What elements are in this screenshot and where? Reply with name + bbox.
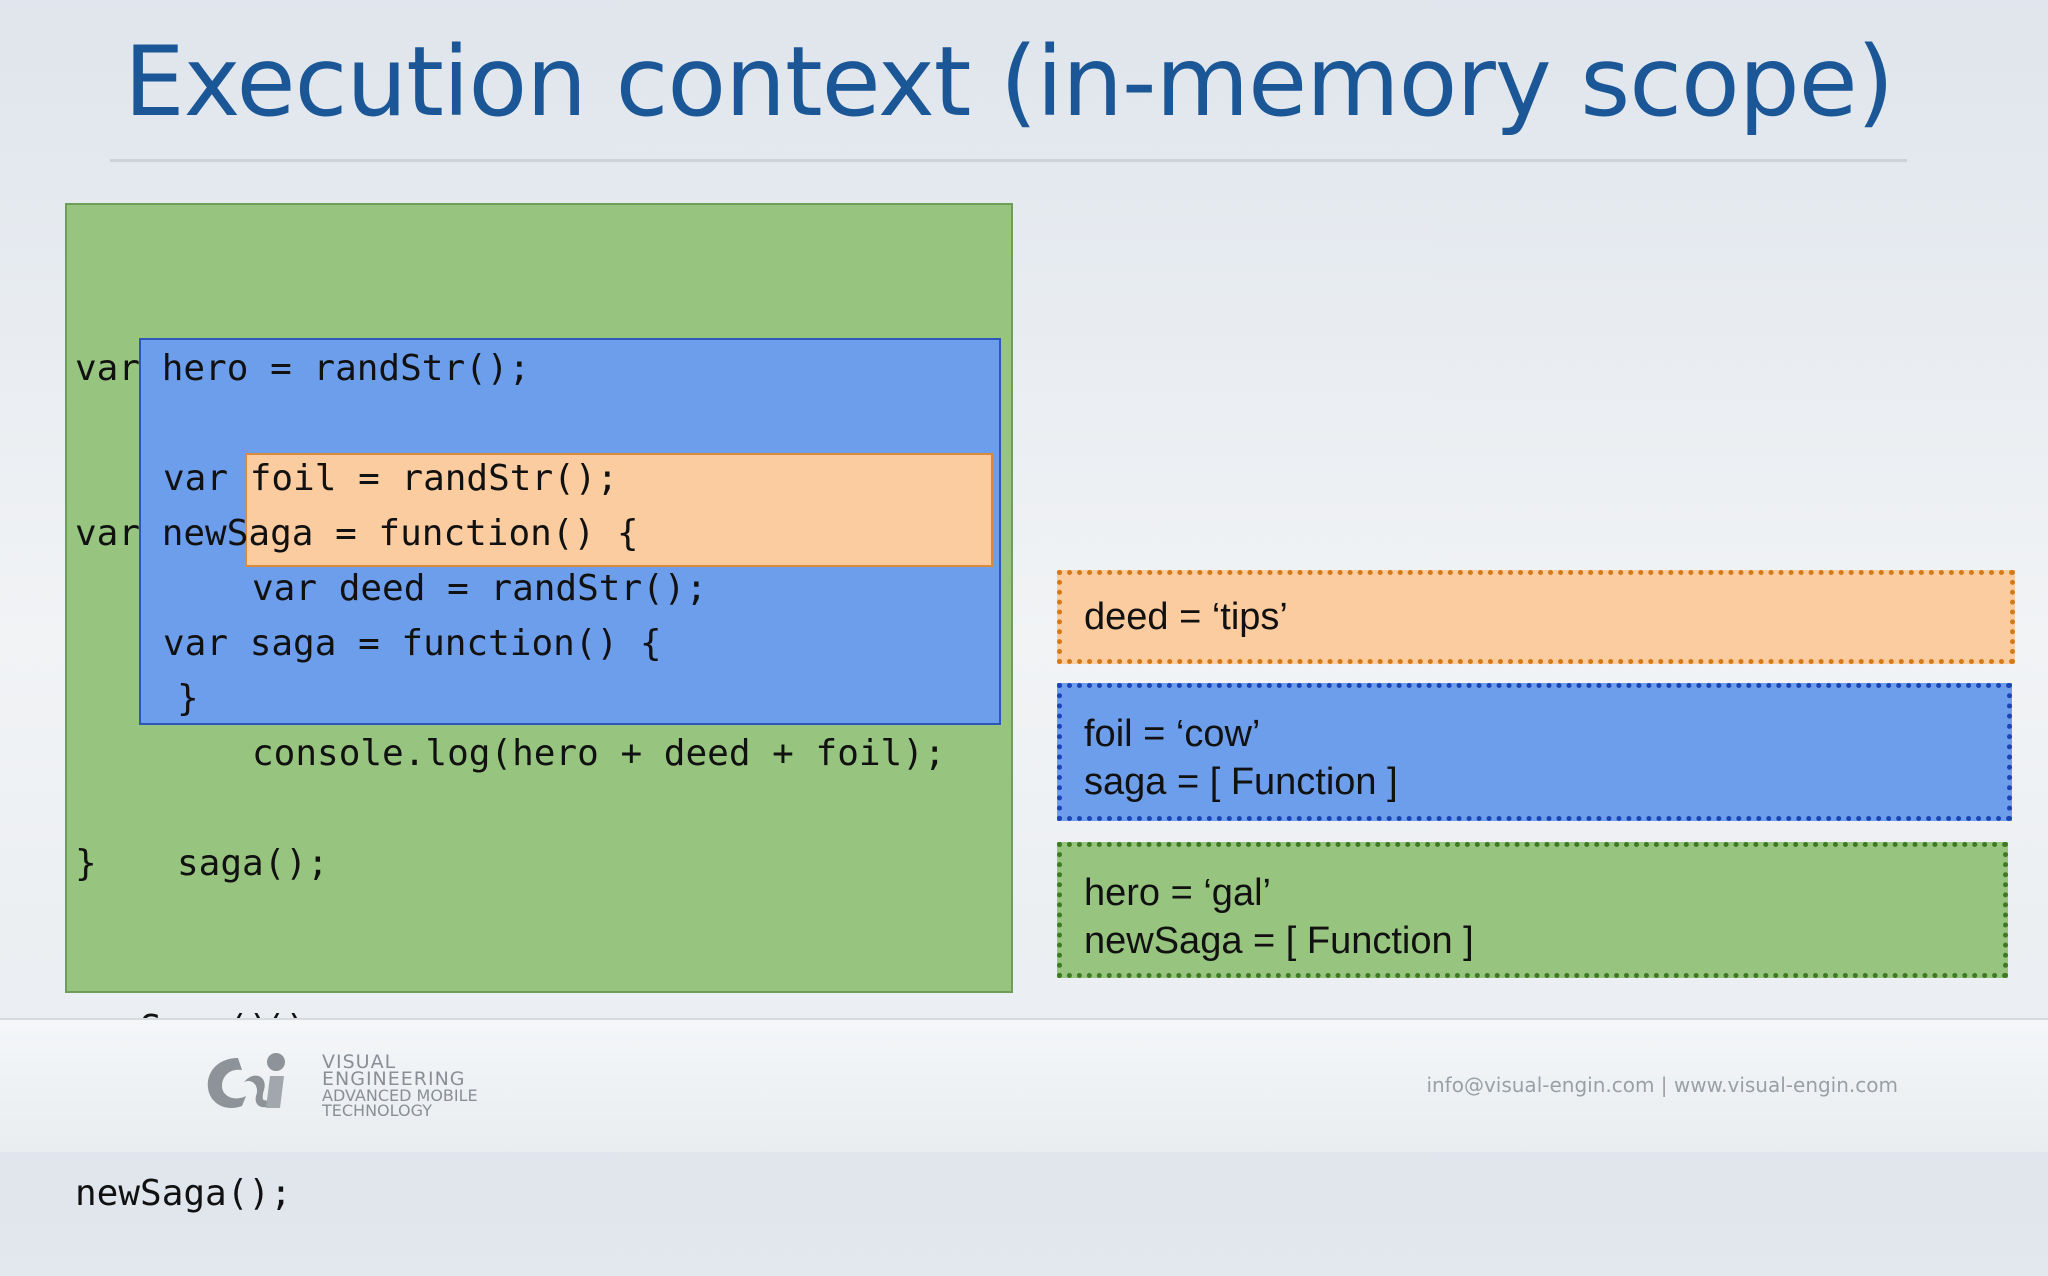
code-line: var deed = randStr(); (252, 568, 708, 609)
outer-code-bottom: } newSaga(); newSaga(); (75, 726, 292, 1276)
code-line: } (177, 678, 199, 719)
code-line: var foil = randStr(); (163, 458, 619, 499)
code-line: newSaga(); (75, 1173, 292, 1214)
code-line: console.log(hero + deed + foil); (252, 733, 946, 774)
outer-memory-box: hero = ‘gal’ newSaga = [ Function ] (1057, 842, 2008, 978)
memory-entry: foil = ‘cow’ (1084, 713, 1261, 755)
middle-memory-box: foil = ‘cow’ saga = [ Function ] (1057, 683, 2012, 821)
code-line: saga(); (177, 843, 329, 884)
memory-entry: deed = ‘tips’ (1084, 596, 1288, 638)
inner-code: var deed = randStr(); console.log(hero +… (252, 451, 946, 836)
slide-title: Execution context (in-memory scope) (124, 26, 1894, 138)
footer-divider (0, 1018, 2048, 1020)
company-logo-text: VISUAL ENGINEERING ADVANCED MOBILE TECHN… (322, 1051, 478, 1120)
visual-engineering-logo-icon (207, 1053, 285, 1108)
code-line: var hero = randStr(); (75, 348, 531, 389)
logo-line: ENGINEERING (322, 1068, 466, 1090)
memory-entry: hero = ‘gal’ (1084, 872, 1271, 914)
code-line: var saga = function() { (163, 623, 662, 664)
inner-scope-box (245, 453, 993, 567)
code-line: var newSaga = function() { (75, 513, 639, 554)
logo-line: TECHNOLOGY (322, 1101, 432, 1120)
logo-line: VISUAL (322, 1051, 397, 1073)
inner-memory-box: deed = ‘tips’ (1057, 570, 2015, 664)
footer (0, 1020, 2048, 1152)
code-line: } (75, 843, 97, 884)
memory-entry: saga = [ Function ] (1084, 761, 1398, 803)
logo-line: ADVANCED MOBILE (322, 1086, 478, 1105)
title-divider (110, 159, 1907, 162)
memory-entry: newSaga = [ Function ] (1084, 920, 1474, 962)
outer-code-top: var hero = randStr(); var newSaga = func… (75, 231, 639, 616)
contact-info: info@visual-engin.com | www.visual-engin… (1426, 1073, 1898, 1097)
middle-code-top: var foil = randStr(); var saga = functio… (163, 341, 662, 726)
